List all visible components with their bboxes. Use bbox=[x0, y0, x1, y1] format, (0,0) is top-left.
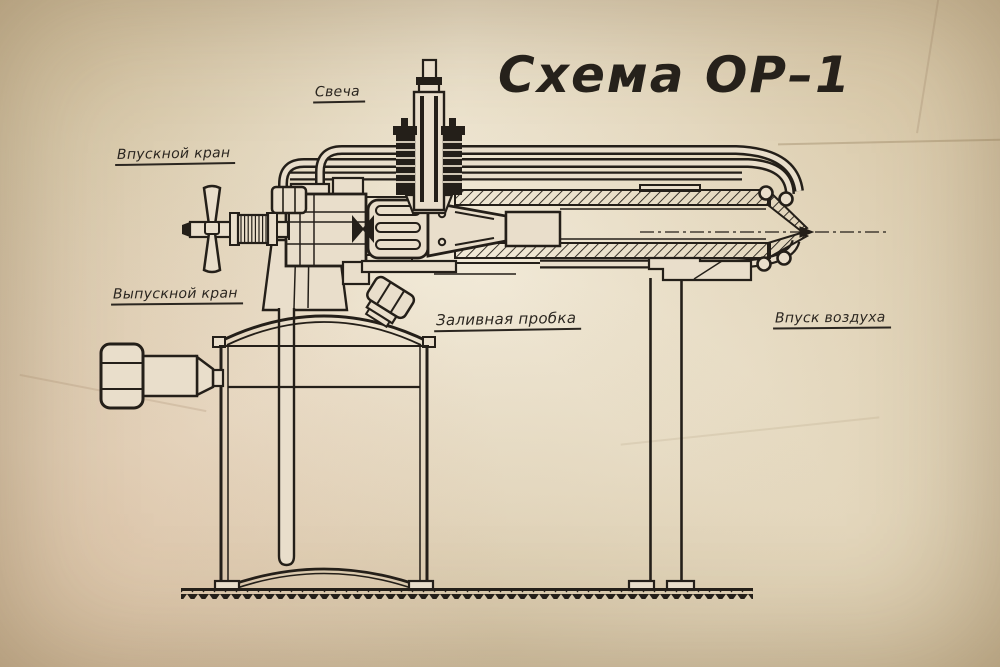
combustion-chamber-drawing bbox=[366, 184, 771, 275]
inlet-valve-drawing bbox=[182, 184, 308, 274]
mounting-bracket-drawing bbox=[647, 256, 753, 282]
label-inlet-valve: Впускной кран bbox=[114, 144, 236, 167]
outlet-valve-drawing bbox=[99, 342, 225, 410]
filler-plug-drawing bbox=[364, 275, 416, 329]
valve-handle bbox=[202, 184, 222, 228]
feed-pipes-drawing bbox=[278, 145, 804, 269]
spark-plug-drawing bbox=[393, 58, 465, 215]
diagram-title: Схема ОР–1 bbox=[498, 46, 852, 104]
label-filler-plug: Заливная пробка bbox=[433, 308, 582, 333]
label-air-inlet: Впуск воздуха bbox=[772, 309, 891, 330]
label-outlet-valve: Выпускной кран bbox=[110, 285, 243, 306]
support-column-drawing bbox=[627, 278, 696, 592]
ground-hatching bbox=[181, 588, 753, 599]
nozzle-drawing bbox=[640, 185, 886, 272]
tank-center-tube bbox=[277, 308, 296, 567]
injector-head-drawing bbox=[284, 176, 562, 286]
fuel-tank-drawing bbox=[212, 238, 436, 592]
label-spark-plug: Свеча bbox=[312, 83, 366, 104]
